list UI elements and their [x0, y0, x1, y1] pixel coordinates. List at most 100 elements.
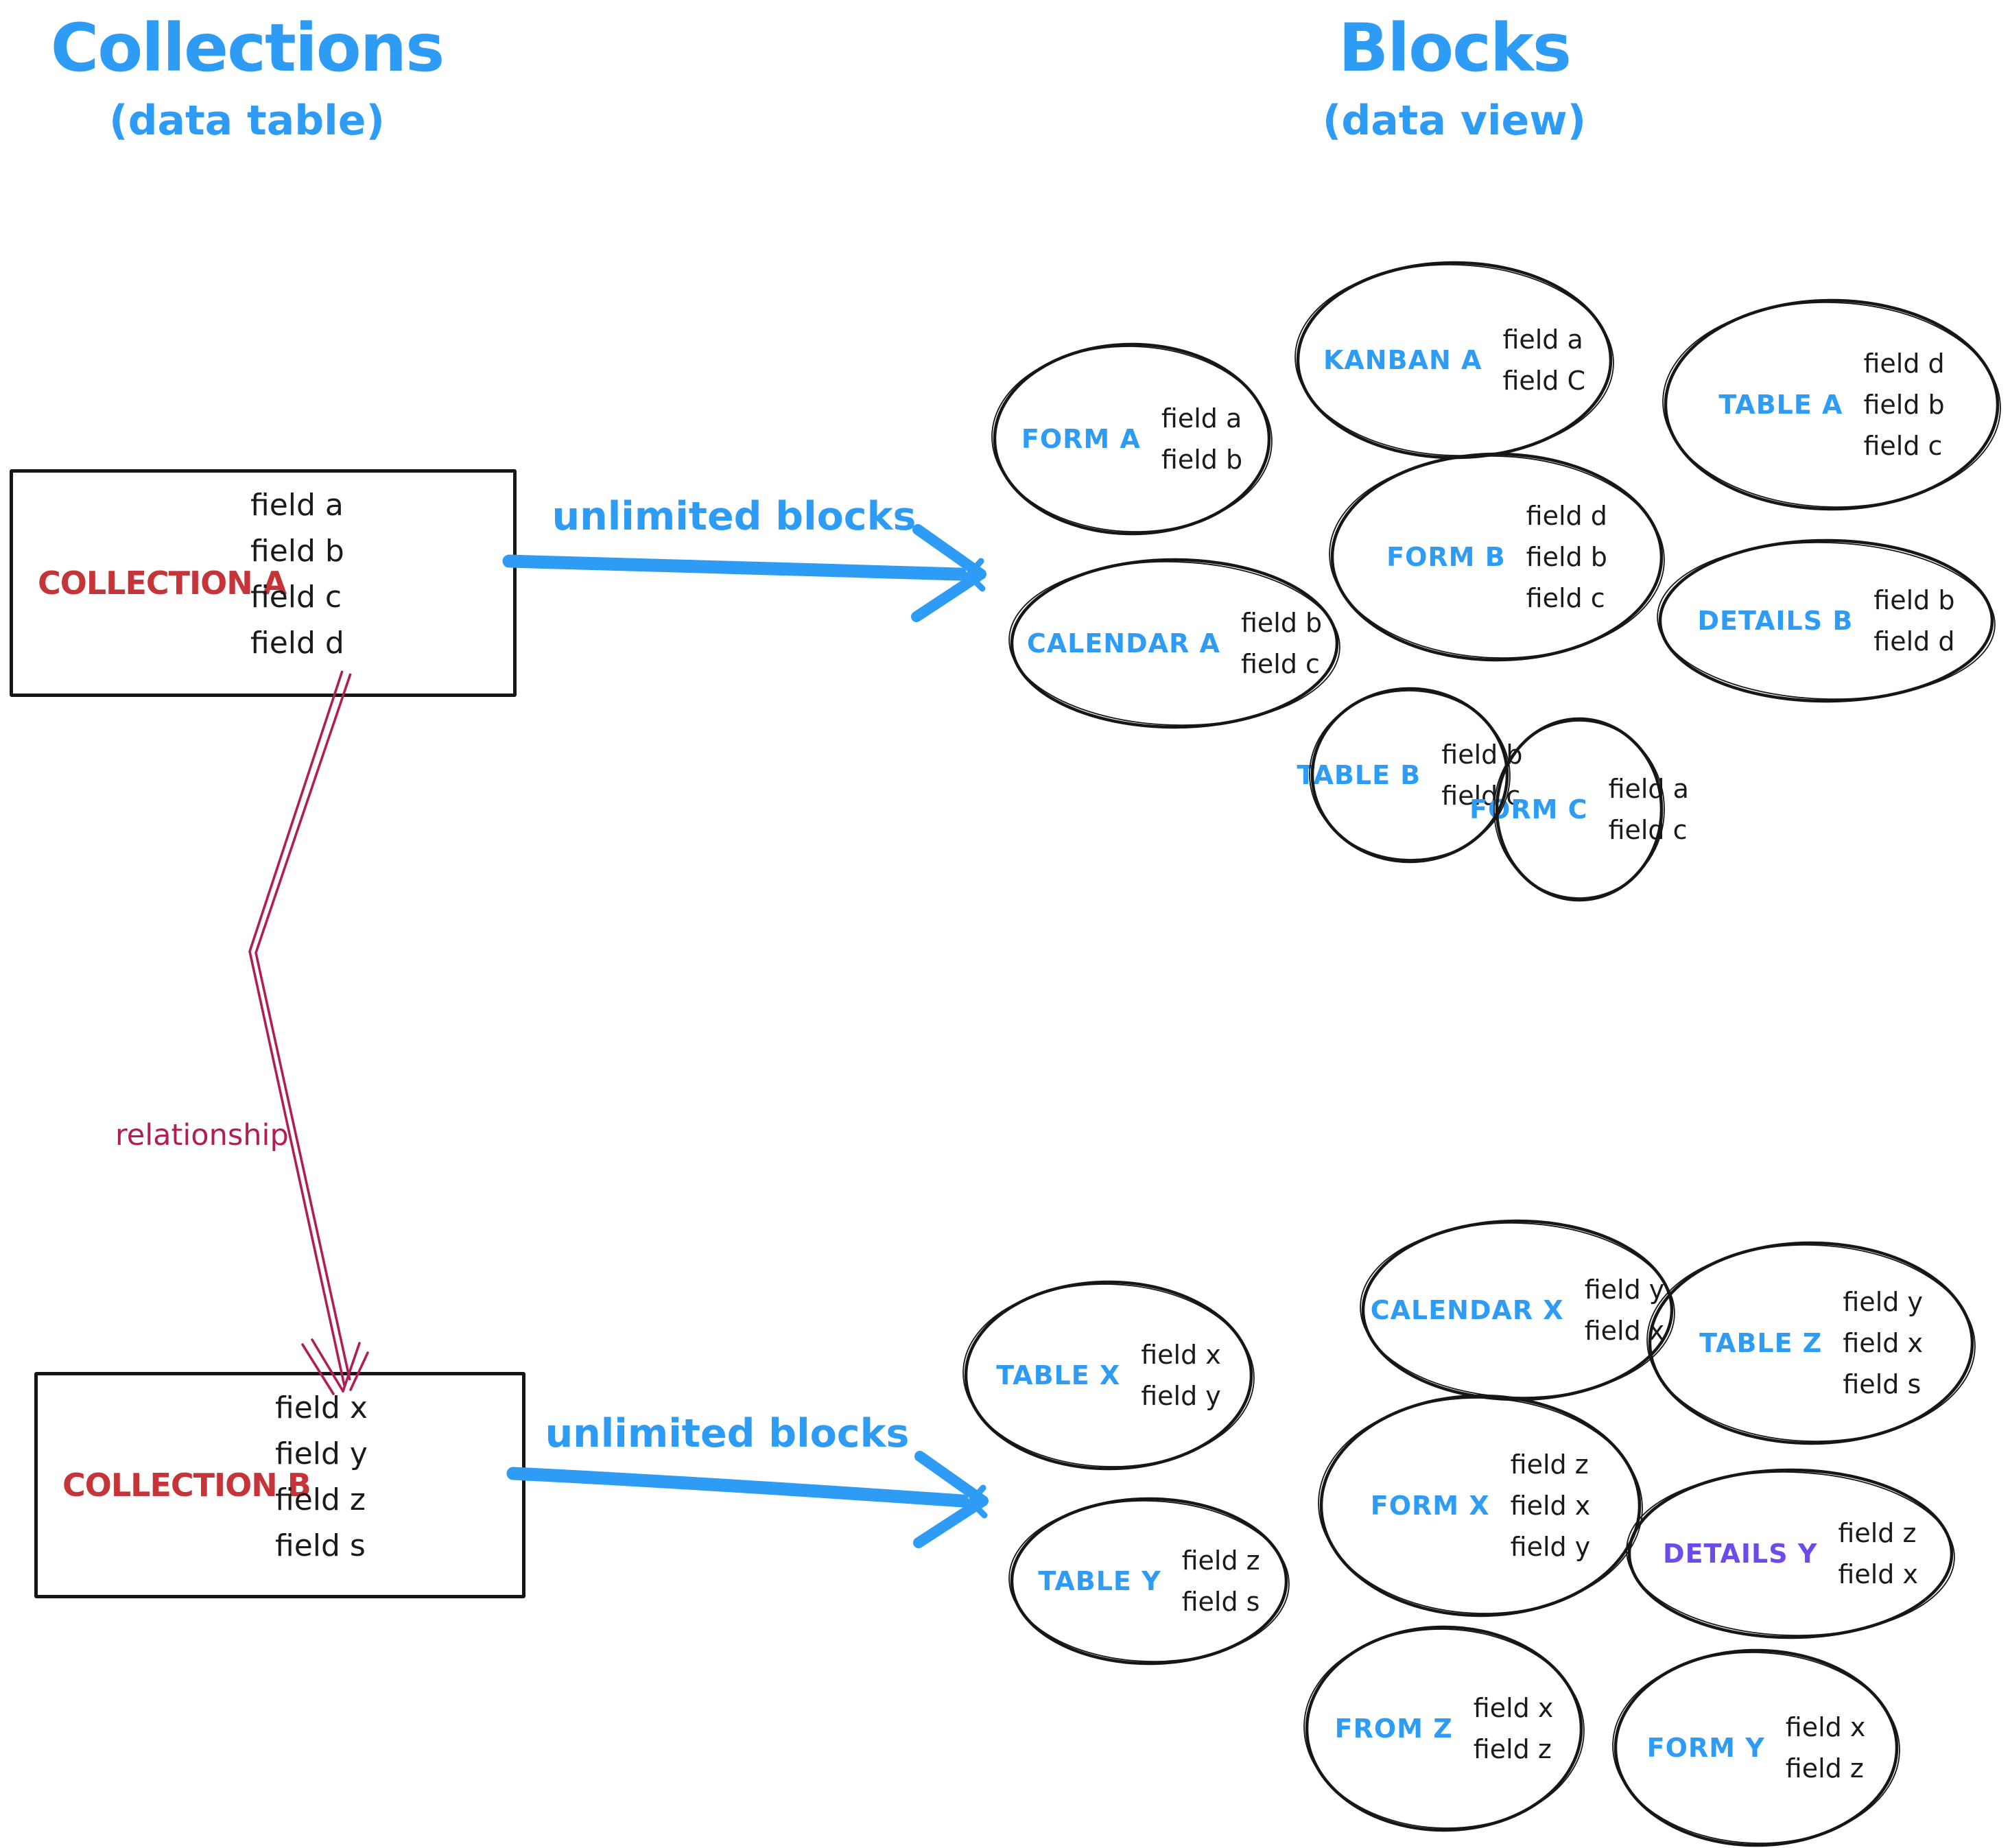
block-field: field a [1502, 324, 1583, 355]
block-label: TABLE A [1718, 390, 1843, 420]
block-field: field c [1863, 431, 1943, 461]
collection-a-field: field a [250, 488, 344, 523]
block-fields: field a field b [1161, 405, 1242, 473]
block-table-z: TABLE Z field y field x field s [1650, 1243, 1972, 1443]
block-form-a: FORM A field a field b [995, 344, 1269, 534]
block-label: CALENDAR A [1026, 628, 1220, 659]
block-field: field x [1510, 1491, 1591, 1521]
blocks-header: Blocks (data view) [1242, 15, 1667, 141]
blocks-title: Blocks [1338, 10, 1572, 86]
block-field: field x [1141, 1340, 1221, 1370]
collection-b-field: field y [275, 1436, 368, 1471]
collections-subtitle: (data table) [109, 97, 385, 145]
block-fields: field a field c [1609, 776, 1689, 843]
block-label: FROM Z [1334, 1714, 1453, 1744]
collection-b-field: field x [275, 1390, 368, 1425]
collection-b-field: field s [275, 1528, 366, 1563]
collection-b-box: COLLECTION B field x field y field z fie… [34, 1372, 525, 1598]
block-field: field x [1473, 1693, 1554, 1723]
block-form-x: FORM X field z field x field y [1321, 1396, 1640, 1615]
unlimited-blocks-label-a: unlimited blocks [552, 494, 917, 539]
block-fields: field x field z [1474, 1695, 1554, 1762]
block-label: TABLE B [1297, 760, 1421, 790]
block-from-z: FROM Z field x field z [1307, 1627, 1581, 1830]
collection-a-field: field c [250, 580, 342, 615]
block-field: field d [1526, 501, 1607, 531]
block-fields: field z field s [1182, 1548, 1260, 1615]
block-field: field y [1510, 1532, 1591, 1562]
block-field: field z [1473, 1734, 1552, 1764]
collection-a-field: field d [250, 626, 344, 661]
block-field: field b [1240, 608, 1323, 638]
block-field: field d [1863, 348, 1945, 379]
block-details-y: DETAILS Y field z field x [1629, 1470, 1952, 1637]
block-kanban-a: KANBAN A field a field C [1298, 263, 1611, 458]
collection-b-name: COLLECTION B [62, 1467, 311, 1504]
block-fields: field y field x field s [1843, 1289, 1923, 1397]
collection-a-name: COLLECTION A [38, 565, 287, 602]
collection-a-box: COLLECTION A field a field b field c fie… [10, 469, 517, 697]
block-field: field y [1843, 1287, 1923, 1317]
block-table-y: TABLE Y field z field s [1012, 1499, 1286, 1663]
block-label: KANBAN A [1323, 345, 1482, 375]
block-label: FORM Y [1646, 1733, 1765, 1763]
block-fields: field d field b field c [1863, 351, 1944, 459]
collection-a-field: field b [250, 534, 344, 569]
unlimited-blocks-arrow-a [502, 524, 986, 622]
block-field: field z [1785, 1753, 1864, 1784]
block-label: TABLE Y [1038, 1566, 1161, 1596]
unlimited-blocks-arrow-b [506, 1451, 989, 1548]
block-field: field b [1873, 585, 1955, 615]
collection-b-fields: field x field y field z field s [275, 1393, 368, 1561]
block-field: field s [1181, 1587, 1260, 1617]
block-fields: field z field x [1838, 1520, 1918, 1587]
block-field: field c [1240, 649, 1320, 679]
collection-b-field: field z [275, 1482, 366, 1517]
block-field: field z [1838, 1518, 1917, 1548]
block-label: FORM X [1370, 1491, 1490, 1521]
block-field: field b [1863, 390, 1945, 420]
block-label: DETAILS Y [1663, 1539, 1818, 1569]
collections-title: Collections [50, 10, 445, 86]
block-fields: field z field x field y [1511, 1452, 1591, 1560]
collections-header: Collections (data table) [21, 15, 473, 141]
block-fields: field a field C [1502, 327, 1585, 394]
block-field: field c [1526, 583, 1605, 613]
collection-a-fields: field a field b field c field d [250, 490, 344, 659]
unlimited-blocks-label-b: unlimited blocks [545, 1411, 910, 1456]
block-field: field C [1502, 366, 1586, 396]
block-label: DETAILS B [1697, 606, 1854, 636]
block-field: field x [1843, 1328, 1923, 1358]
block-label: FORM C [1469, 794, 1588, 825]
block-label: TABLE Z [1699, 1328, 1823, 1358]
block-label: FORM A [1021, 424, 1141, 454]
block-calendar-a: CALENDAR A field b field c [1012, 560, 1337, 727]
block-field: field b [1526, 542, 1607, 572]
block-field: field c [1608, 815, 1688, 845]
block-field: field b [1161, 445, 1243, 475]
block-table-a: TABLE A field d field b field c [1666, 300, 1998, 509]
block-field: field a [1161, 403, 1242, 434]
relationship-label: relationship [115, 1118, 289, 1152]
block-form-c: FORM C field a field c [1469, 719, 1689, 900]
block-fields: field d field b field c [1526, 503, 1607, 611]
block-field: field z [1181, 1545, 1260, 1576]
block-fields: field b field c [1241, 610, 1322, 677]
block-field: field s [1843, 1369, 1922, 1399]
blocks-subtitle: (data view) [1322, 97, 1587, 145]
block-field: field x [1838, 1559, 1918, 1589]
block-field: field z [1510, 1449, 1589, 1480]
block-label: CALENDAR X [1370, 1295, 1564, 1325]
block-field: field a [1608, 774, 1689, 804]
relationship-line [248, 670, 369, 1395]
